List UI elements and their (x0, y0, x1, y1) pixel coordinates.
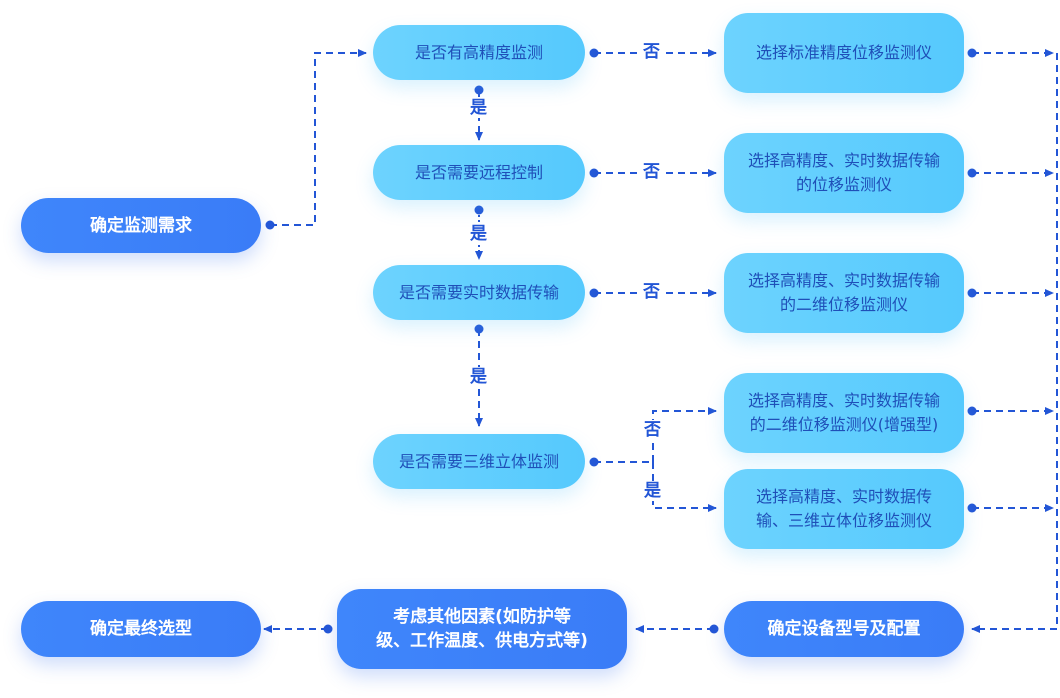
factors-line: 考虑其他因素(如防护等 (393, 607, 571, 627)
result-line: 的二维位移监测仪(增强型) (749, 415, 939, 434)
edge-dot (474, 324, 484, 334)
result-line: 选择高精度、实时数据传 (755, 487, 932, 506)
edge-dot (589, 288, 599, 298)
question-node-3d-monitoring: 是否需要三维立体监测 (373, 434, 585, 489)
edge-label-yes-q3: 是 (469, 367, 488, 387)
start-node: 确定监测需求 (21, 198, 261, 253)
edge-dot (265, 220, 275, 230)
config-node: 确定设备型号及配置 (724, 601, 964, 657)
config-node-label: 确定设备型号及配置 (767, 619, 921, 639)
edge-label-yes-q2: 是 (469, 224, 488, 244)
result-node-2d: 选择高精度、实时数据传输 的二维位移监测仪 (724, 253, 964, 333)
question-label: 是否需要三维立体监测 (398, 451, 559, 471)
edge-dot (967, 168, 977, 178)
edge-dot (589, 457, 599, 467)
edge-label-no-q4: 否 (643, 420, 662, 440)
edge-dot (323, 624, 333, 634)
result-line: 选择高精度、实时数据传输 (747, 391, 940, 410)
right-bus (971, 53, 1058, 633)
edge-dot (967, 48, 977, 58)
question-label: 是否需要实时数据传输 (398, 282, 559, 302)
edge-label-yes-q1: 是 (469, 98, 488, 118)
edge-dot (589, 48, 599, 58)
edge-dot (589, 168, 599, 178)
edge-dot (967, 503, 977, 513)
result-line: 的位移监测仪 (795, 175, 892, 194)
question-node-remote-control: 是否需要远程控制 (373, 145, 585, 200)
edge-label-no-q2: 否 (642, 162, 661, 182)
final-node: 确定最终选型 (21, 601, 261, 657)
result-line: 选择高精度、实时数据传输 (747, 151, 940, 170)
edge-dot (474, 85, 484, 95)
edge-dot (967, 288, 977, 298)
edge-dot (474, 205, 484, 215)
result-line: 选择高精度、实时数据传输 (747, 271, 940, 290)
result-node-3d: 选择高精度、实时数据传 输、三维立体位移监测仪 (724, 469, 964, 549)
factors-line: 级、工作温度、供电方式等) (376, 631, 588, 651)
result-node-2d-enhanced: 选择高精度、实时数据传输 的二维位移监测仪(增强型) (724, 373, 964, 453)
question-label: 是否有高精度监测 (414, 42, 543, 62)
result-node-standard: 选择标准精度位移监测仪 (724, 13, 964, 93)
result-line: 输、三维立体位移监测仪 (755, 511, 932, 530)
question-label: 是否需要远程控制 (414, 162, 543, 182)
edge-label-yes-q4: 是 (643, 481, 662, 501)
edge-dot (967, 406, 977, 416)
start-node-label: 确定监测需求 (90, 215, 192, 236)
edge-label-no-q1: 否 (642, 42, 661, 62)
edge-dot (709, 624, 719, 634)
edge-q4-r5 (652, 462, 717, 512)
question-node-high-precision: 是否有高精度监测 (373, 25, 585, 80)
edge-label-no-q3: 否 (642, 282, 661, 302)
final-node-label: 确定最终选型 (90, 619, 192, 639)
edge-q4-r4 (652, 407, 717, 462)
result-line: 的二维位移监测仪 (779, 295, 908, 314)
factors-node: 考虑其他因素(如防护等 级、工作温度、供电方式等) (337, 589, 627, 669)
result-node-realtime: 选择高精度、实时数据传输 的位移监测仪 (724, 133, 964, 213)
result-line: 选择标准精度位移监测仪 (755, 43, 932, 62)
question-node-realtime-transfer: 是否需要实时数据传输 (373, 265, 585, 320)
edge-start-q1 (270, 49, 367, 226)
